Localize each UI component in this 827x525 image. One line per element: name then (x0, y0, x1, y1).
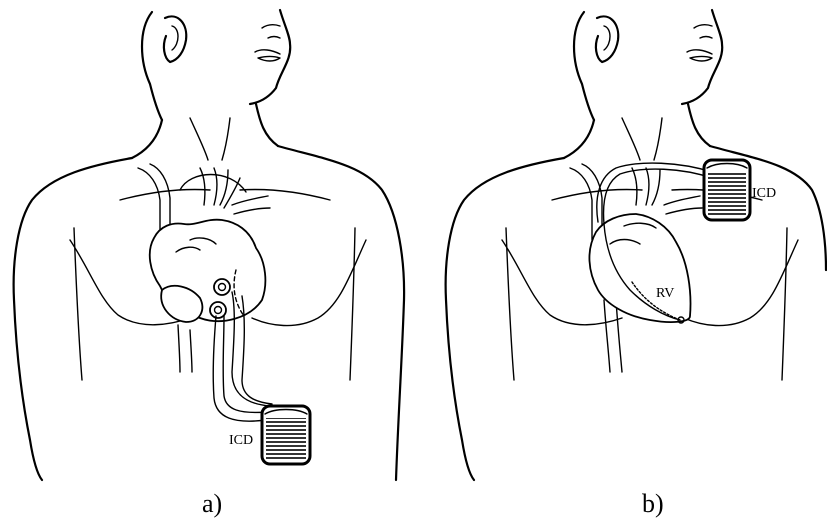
torso-outline-b (446, 158, 564, 480)
rv-label-b: RV (656, 286, 674, 301)
panel-a: ICD a) (14, 10, 404, 518)
head-outline-b (574, 10, 722, 120)
panel-a-label: a) (202, 489, 222, 518)
icd-device-b (704, 160, 750, 220)
icd-label-b: ICD (752, 186, 776, 201)
neck-outline-a (132, 120, 162, 158)
panel-b-label: b) (642, 489, 664, 518)
icd-label-a: ICD (229, 433, 253, 448)
torso-outline-a (14, 158, 132, 480)
neck-outline-b (564, 120, 594, 158)
panel-b: ICD RV b) (446, 10, 826, 518)
head-outline-a (142, 10, 290, 120)
icd-device-a (262, 406, 310, 464)
